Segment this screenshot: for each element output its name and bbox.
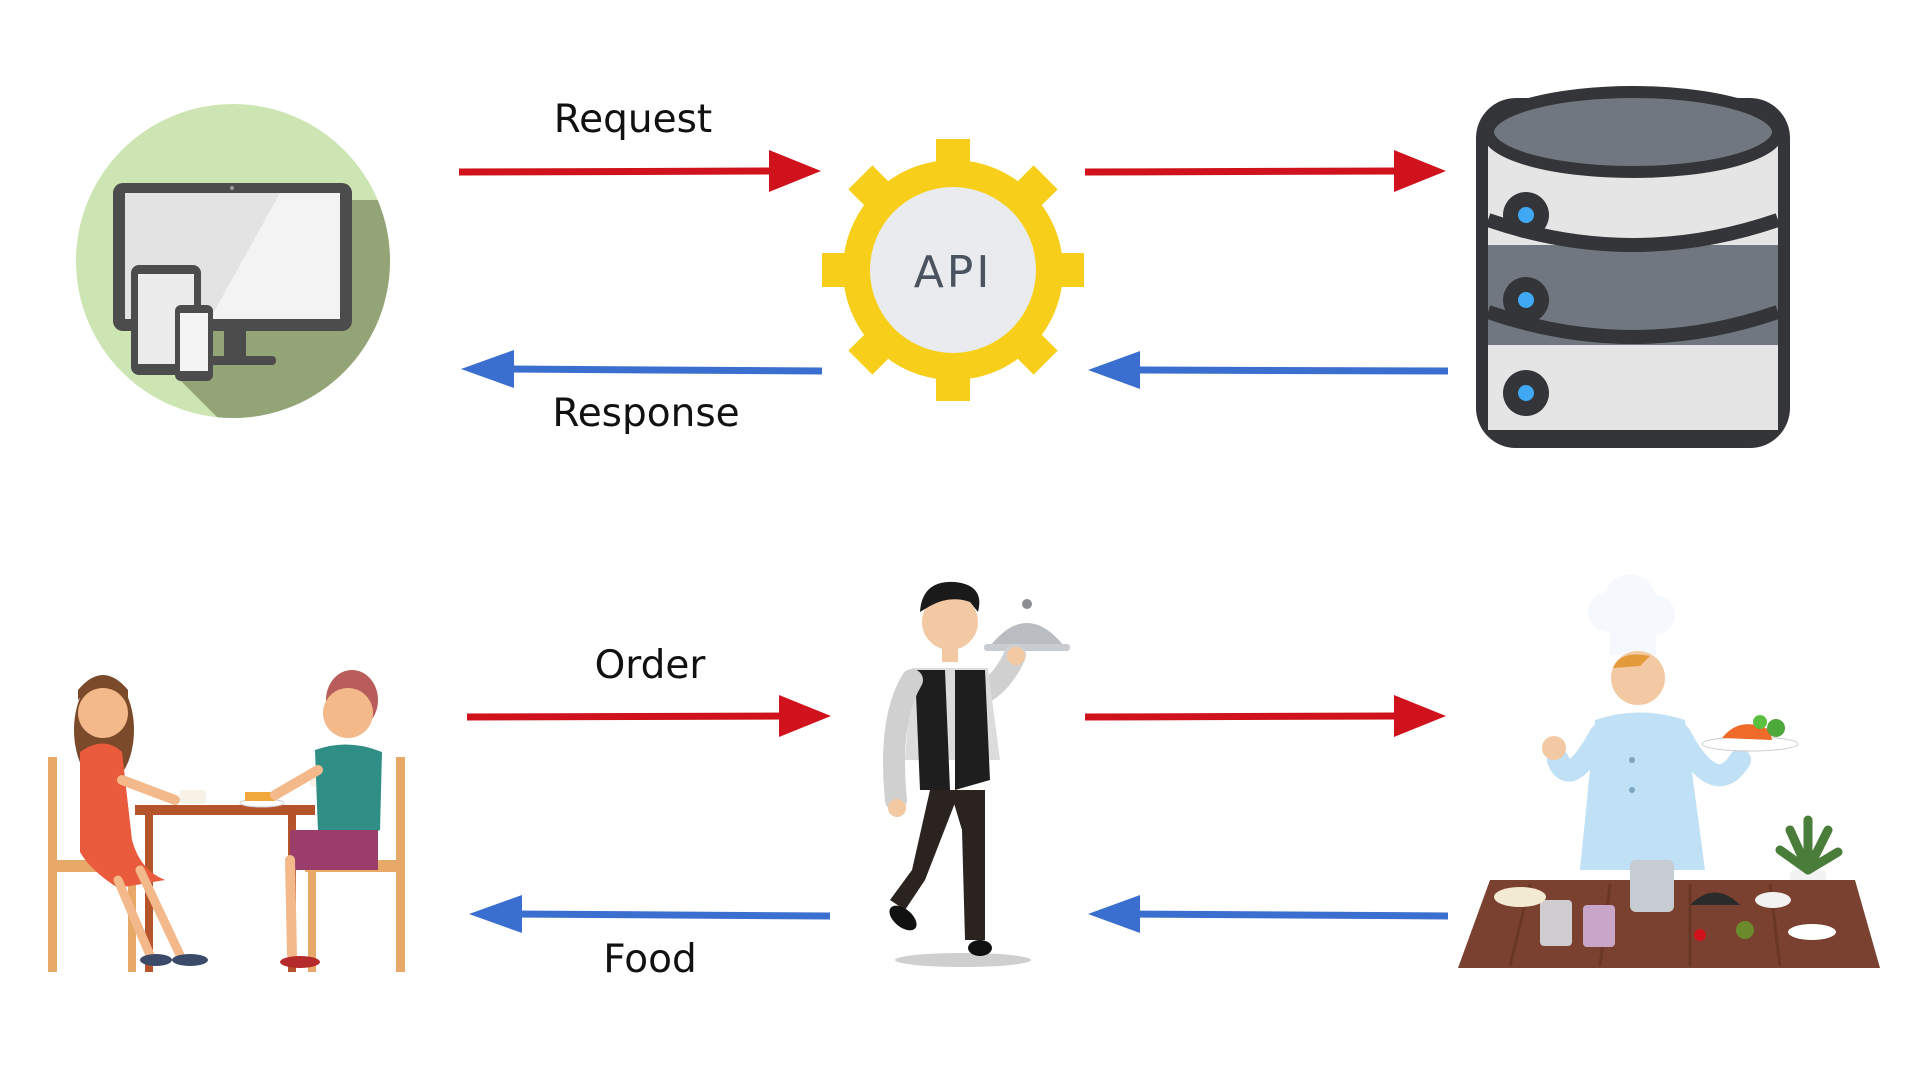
- order-arrow: [466, 695, 831, 737]
- food-arrow-from-chef: [1088, 895, 1449, 933]
- gear-icon: [822, 139, 1084, 401]
- request-arrow-to-database: [1084, 150, 1446, 192]
- response-label: Response: [552, 391, 739, 436]
- response-arrow-from-database: [1088, 351, 1449, 389]
- food-arrow: [469, 895, 831, 933]
- waiter-icon: [883, 581, 1070, 967]
- api-label: API: [914, 247, 993, 298]
- request-label: Request: [554, 97, 712, 142]
- request-arrow: [458, 150, 821, 192]
- food-label: Food: [603, 937, 697, 982]
- order-arrow-to-chef: [1084, 695, 1446, 737]
- chef-icon: [1458, 574, 1880, 968]
- customers-icon: [48, 670, 405, 972]
- response-arrow: [461, 350, 823, 388]
- devices-icon: [76, 104, 390, 418]
- order-label: Order: [595, 643, 707, 688]
- database-icon: [1476, 86, 1790, 448]
